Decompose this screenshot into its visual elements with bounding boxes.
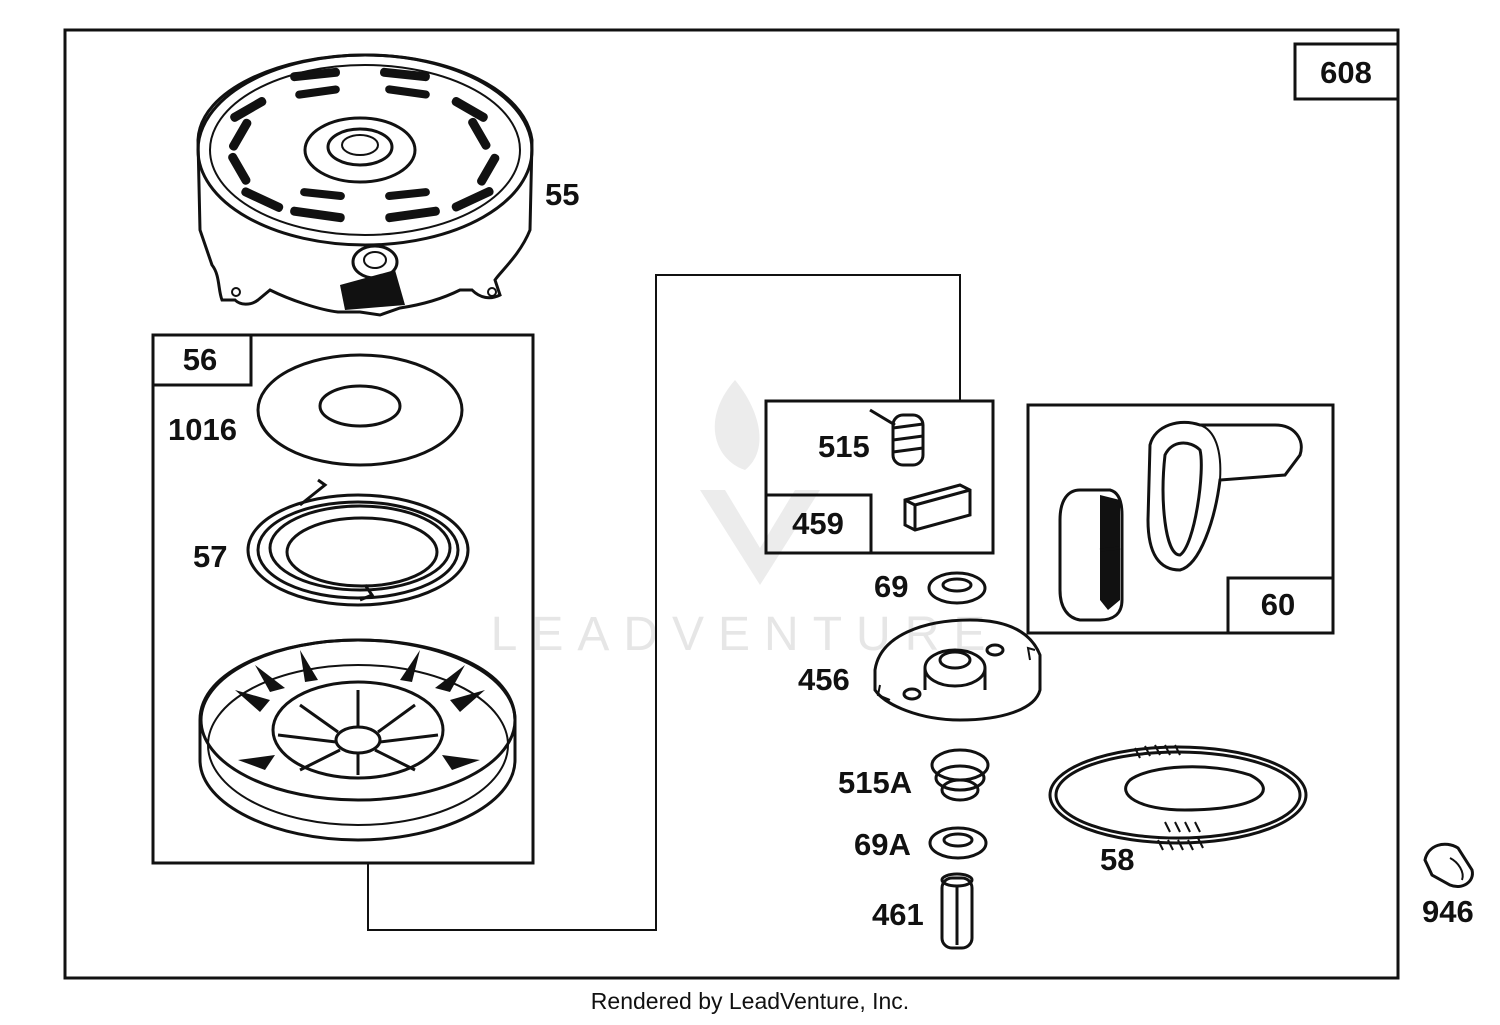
washer-69-part xyxy=(927,571,987,605)
handle-60-label-box xyxy=(1226,576,1335,635)
frame-label: 608 xyxy=(1320,55,1372,90)
callout-515a: 515A xyxy=(838,765,912,800)
spring-515a-part xyxy=(930,748,990,802)
washer-69a-part xyxy=(928,826,988,860)
kit-56-label-box xyxy=(151,333,253,387)
handle-60-part xyxy=(1058,420,1303,622)
watermark-text: LEADVENTURE xyxy=(491,608,1000,661)
callout-515: 515 xyxy=(818,429,870,464)
callout-946: 946 xyxy=(1422,894,1474,929)
pulley-part xyxy=(198,638,517,842)
callout-459: 459 xyxy=(792,506,844,541)
kit-459-box xyxy=(764,399,995,555)
rope-58-part xyxy=(1048,744,1308,851)
pin-461-part xyxy=(940,872,974,950)
seal-1016-part xyxy=(256,353,464,467)
footer-credit: Rendered by LeadVenture, Inc. xyxy=(590,988,910,1014)
callout-69: 69 xyxy=(874,569,908,604)
watermark: LEADVENTURE xyxy=(491,380,1000,661)
handle-60-box xyxy=(1026,403,1335,635)
callout-461: 461 xyxy=(872,897,924,932)
callout-60: 60 xyxy=(1261,587,1295,622)
retainer-456-part xyxy=(873,618,1042,722)
connector-line xyxy=(367,274,961,931)
outer-frame xyxy=(63,28,1400,980)
callout-55: 55 xyxy=(545,177,579,212)
clip-946-part xyxy=(1423,842,1474,888)
kit-459-label-box xyxy=(764,493,873,555)
dog-459-part xyxy=(903,483,972,532)
spring-515-part xyxy=(869,408,925,467)
blower-cover-part xyxy=(196,53,534,317)
callout-56: 56 xyxy=(183,342,217,377)
callout-1016: 1016 xyxy=(168,412,237,447)
callout-456: 456 xyxy=(798,662,850,697)
frame-label-box: 608 xyxy=(1293,42,1400,101)
kit-56-box xyxy=(151,333,535,865)
callout-69a: 69A xyxy=(854,827,911,862)
callout-58: 58 xyxy=(1100,842,1134,877)
rewind-spring-57-part xyxy=(246,478,470,607)
callout-57: 57 xyxy=(193,539,227,574)
